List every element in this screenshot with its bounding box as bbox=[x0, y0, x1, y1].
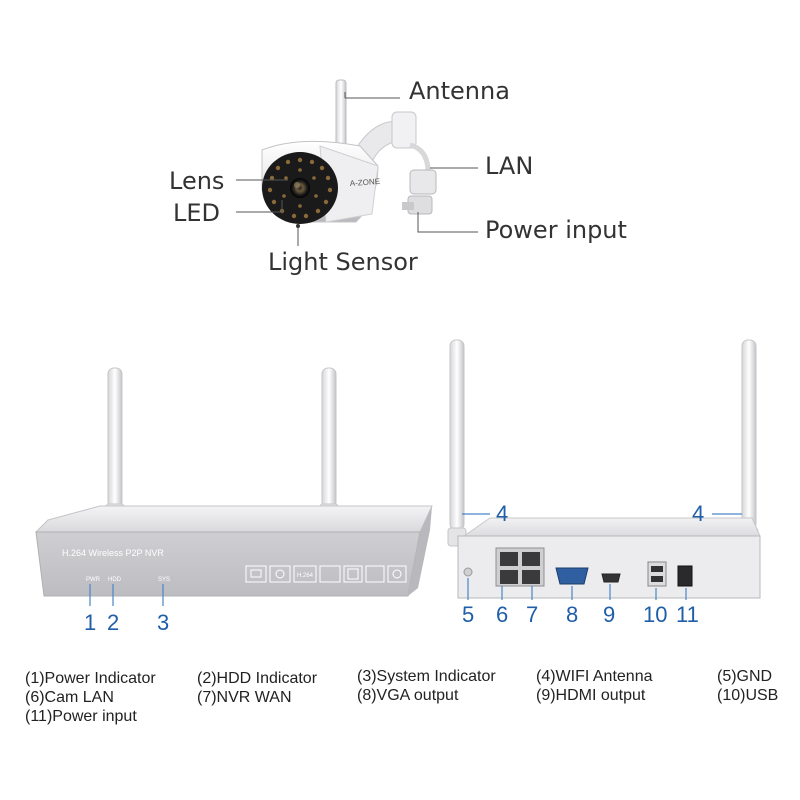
gnd-screw bbox=[463, 567, 473, 577]
back-number-9: 9 bbox=[603, 602, 616, 627]
back-number-11: 11 bbox=[676, 602, 699, 627]
camera-lens bbox=[290, 178, 310, 198]
back-number-4-left: 4 bbox=[496, 501, 509, 526]
back-antenna-right bbox=[741, 339, 757, 531]
camera: A-ZONE bbox=[236, 79, 478, 246]
front-leader-lines bbox=[89, 584, 164, 606]
power-jack bbox=[677, 565, 693, 587]
camera-led-ring bbox=[267, 157, 333, 219]
camera-leader-lines bbox=[236, 92, 478, 246]
legend-item: (11)Power input bbox=[25, 708, 137, 725]
front-antenna-left bbox=[107, 367, 123, 509]
back-antenna-left bbox=[449, 339, 465, 531]
svg-text:A-ZONE: A-ZONE bbox=[350, 177, 381, 188]
legend-item: (1)Power Indicator bbox=[25, 670, 156, 687]
rj45-block bbox=[495, 547, 545, 587]
legend-item: (7)NVR WAN bbox=[197, 689, 292, 706]
back-number-6: 6 bbox=[496, 602, 509, 627]
callout-lan: LAN bbox=[485, 152, 534, 180]
front-antenna-right bbox=[321, 367, 337, 509]
legend-item: (8)VGA output bbox=[357, 687, 459, 704]
legend-item: (2)HDD Indicator bbox=[197, 670, 318, 687]
callout-led: LED bbox=[173, 199, 221, 227]
svg-text:SYS: SYS bbox=[158, 577, 170, 583]
back-number-8: 8 bbox=[566, 602, 579, 627]
legend-col-4: (4)WIFI Antenna (9)HDMI output bbox=[536, 667, 653, 705]
legend-item: (10)USB bbox=[717, 687, 779, 704]
legend-item: (4)WIFI Antenna bbox=[536, 668, 653, 685]
front-number-3: 3 bbox=[157, 610, 170, 635]
back-number-4-right: 4 bbox=[692, 501, 705, 526]
legend-col-5: (5)GND (10)USB bbox=[717, 667, 778, 705]
legend-item: (3)System Indicator bbox=[357, 668, 496, 685]
usb-ports bbox=[647, 561, 667, 587]
front-number-2: 2 bbox=[107, 610, 120, 635]
callout-light-sensor: Light Sensor bbox=[268, 248, 418, 276]
back-number-7: 7 bbox=[526, 602, 539, 627]
legend-item: (5)GND bbox=[717, 668, 773, 685]
legend-item: (6)Cam LAN bbox=[25, 689, 114, 706]
camera-antenna bbox=[335, 79, 347, 151]
nvr-back bbox=[447, 339, 761, 600]
vga-port bbox=[555, 567, 589, 585]
svg-text:HDD: HDD bbox=[108, 577, 122, 583]
camera-lan-connector bbox=[402, 169, 437, 215]
callout-antenna: Antenna bbox=[409, 77, 510, 105]
front-feature-icons bbox=[245, 565, 407, 583]
back-number-5: 5 bbox=[462, 602, 475, 627]
back-number-10: 10 bbox=[643, 602, 668, 627]
front-number-1: 1 bbox=[84, 610, 97, 635]
legend-col-2: (2)HDD Indicator (7)NVR WAN bbox=[197, 669, 317, 707]
legend-item: (9)HDMI output bbox=[536, 687, 646, 704]
svg-text:H.264: H.264 bbox=[297, 573, 314, 579]
back-leader-lines bbox=[462, 513, 742, 600]
nvr-front: H.264 Wireless P2P NVR PWR HDD SYS H.264 bbox=[34, 367, 433, 606]
svg-text:H.264 Wireless P2P NVR: H.264 Wireless P2P NVR bbox=[62, 548, 164, 558]
legend-col-1: (1)Power Indicator (6)Cam LAN (11)Power … bbox=[25, 669, 156, 726]
svg-text:PWR: PWR bbox=[86, 577, 101, 583]
callout-lens: Lens bbox=[169, 167, 225, 195]
hdmi-port bbox=[601, 573, 621, 583]
callout-power-input: Power input bbox=[485, 216, 627, 244]
legend-col-3: (3)System Indicator (8)VGA output bbox=[357, 667, 496, 705]
